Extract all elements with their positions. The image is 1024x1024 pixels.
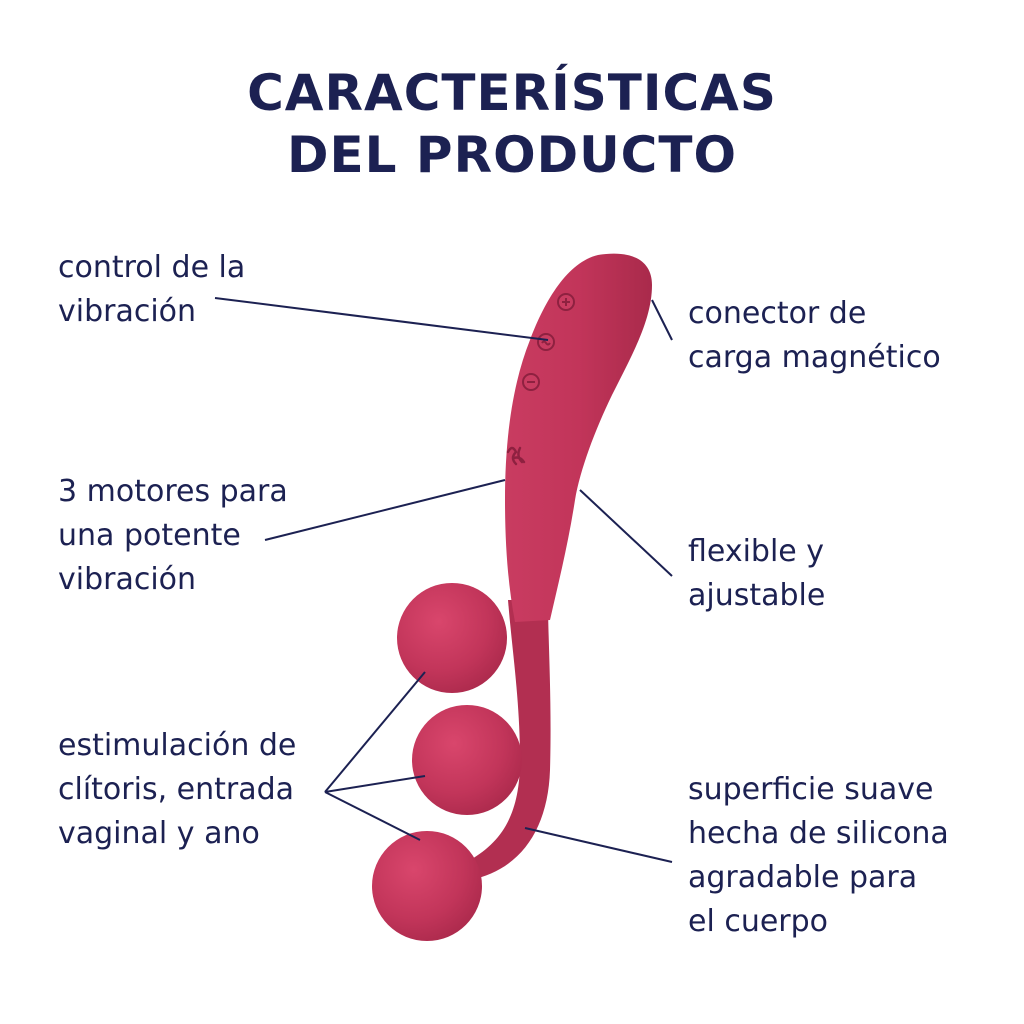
callout-line-motors (264, 479, 506, 541)
control-buttons (522, 293, 575, 391)
title-line-2: DEL PRODUCTO (287, 126, 737, 184)
product-body (505, 253, 652, 622)
callout-lines (214, 297, 673, 863)
satisfyer-logo-icon (506, 446, 526, 466)
page-title: CARACTERÍSTICAS DEL PRODUCTO (0, 62, 1024, 186)
feature-label-control: control de la vibración (58, 250, 246, 329)
callout-line-charger (651, 299, 673, 341)
callout-line-surface (524, 827, 673, 863)
callout-line-stim-middle (324, 775, 426, 793)
top-ball (397, 583, 507, 693)
bottom-ball (372, 831, 482, 941)
callout-line-flexible (579, 489, 673, 577)
feature-label-flexible: flexible y ajustable (688, 534, 826, 613)
feature-label-surface: superficie suave hecha de silicona agrad… (688, 772, 949, 939)
title-line-1: CARACTERÍSTICAS (247, 64, 777, 122)
callout-line-stim-top (324, 671, 426, 793)
product-lower-shaft (470, 600, 551, 880)
callout-line-control (214, 297, 549, 341)
middle-ball (412, 705, 522, 815)
feature-label-charger: conector de carga magnético (688, 296, 941, 375)
feature-label-stimulation: estimulación de clítoris, entrada vagina… (58, 728, 297, 851)
feature-label-motors: 3 motores para una potente vibración (58, 474, 288, 597)
callout-line-stim-bottom (324, 791, 421, 841)
